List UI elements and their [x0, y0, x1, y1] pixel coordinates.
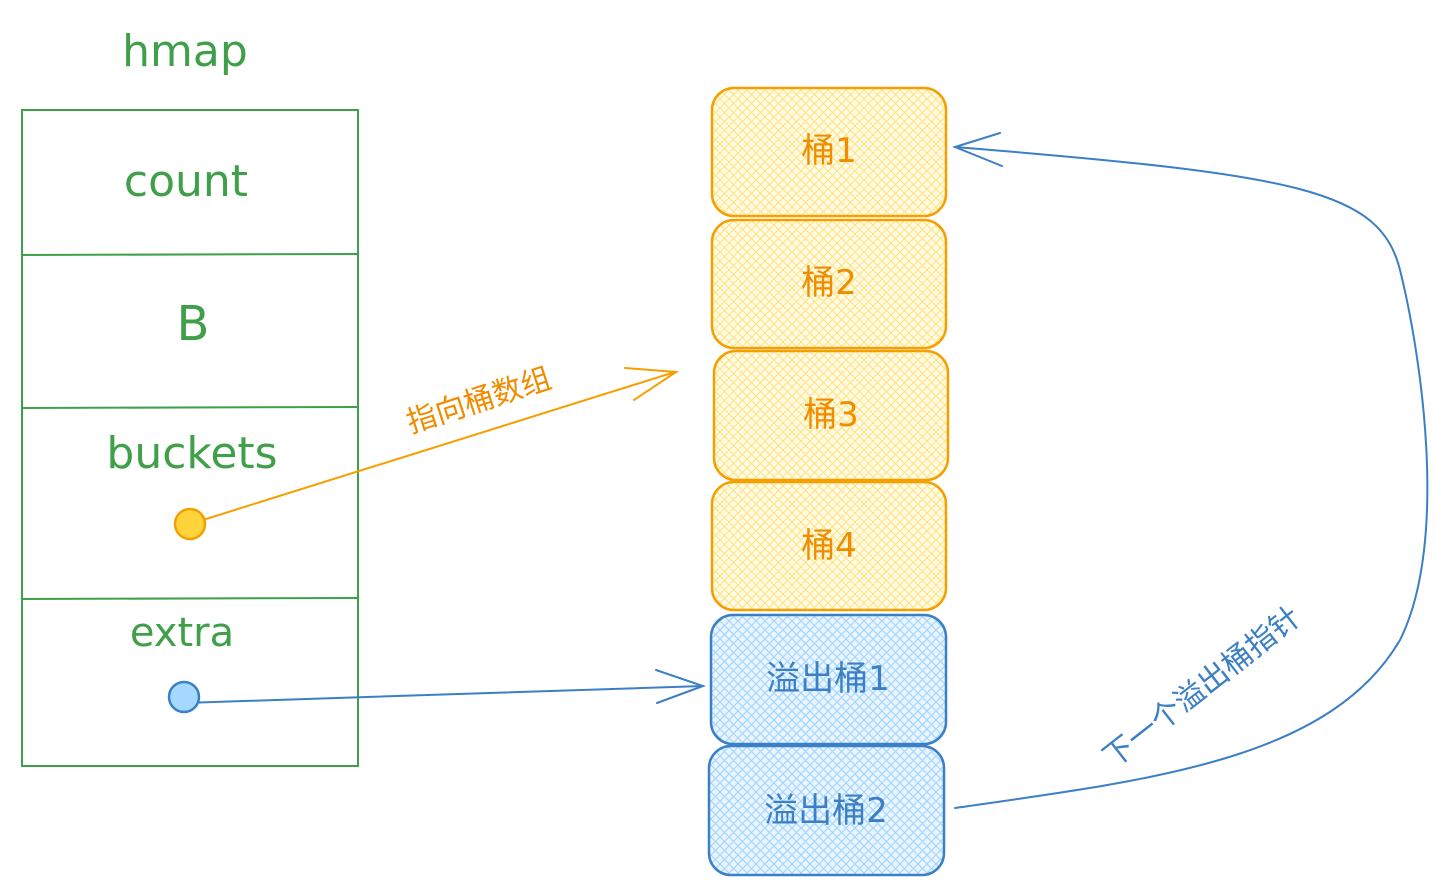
buckets-pointer-label: 指向桶数组: [402, 361, 555, 441]
overflow-bucket-2-label: 溢出桶2: [764, 791, 888, 831]
next-overflow-label: 下一个溢出桶指针: [1097, 600, 1308, 775]
bucket-3: [712, 349, 950, 482]
overflow-bucket-2: [707, 744, 946, 877]
field-b: B: [177, 296, 210, 352]
bucket-4: [710, 480, 948, 612]
hmap-title: hmap: [122, 26, 248, 77]
bucket-1-label: 桶1: [801, 131, 857, 171]
hmap-struct: [21, 109, 359, 767]
bucket-3-label: 桶3: [803, 395, 859, 435]
field-count: count: [124, 156, 248, 207]
field-extra: extra: [130, 610, 234, 656]
bucket-2-label: 桶2: [801, 263, 857, 303]
bucket-1: [710, 86, 948, 218]
bucket-4-label: 桶4: [801, 526, 857, 566]
extra-pointer-dot: [167, 680, 201, 714]
bucket-array: [707, 86, 950, 877]
field-buckets: buckets: [106, 428, 277, 479]
buckets-pointer-dot: [173, 507, 207, 541]
buckets-pointer-arrow: [189, 367, 679, 525]
extra-pointer-arrow: [183, 669, 706, 704]
overflow-bucket-1-label: 溢出桶1: [766, 659, 890, 699]
bucket-2: [710, 218, 948, 350]
overflow-bucket-1: [709, 613, 948, 746]
next-overflow-arrow: [952, 132, 1429, 809]
